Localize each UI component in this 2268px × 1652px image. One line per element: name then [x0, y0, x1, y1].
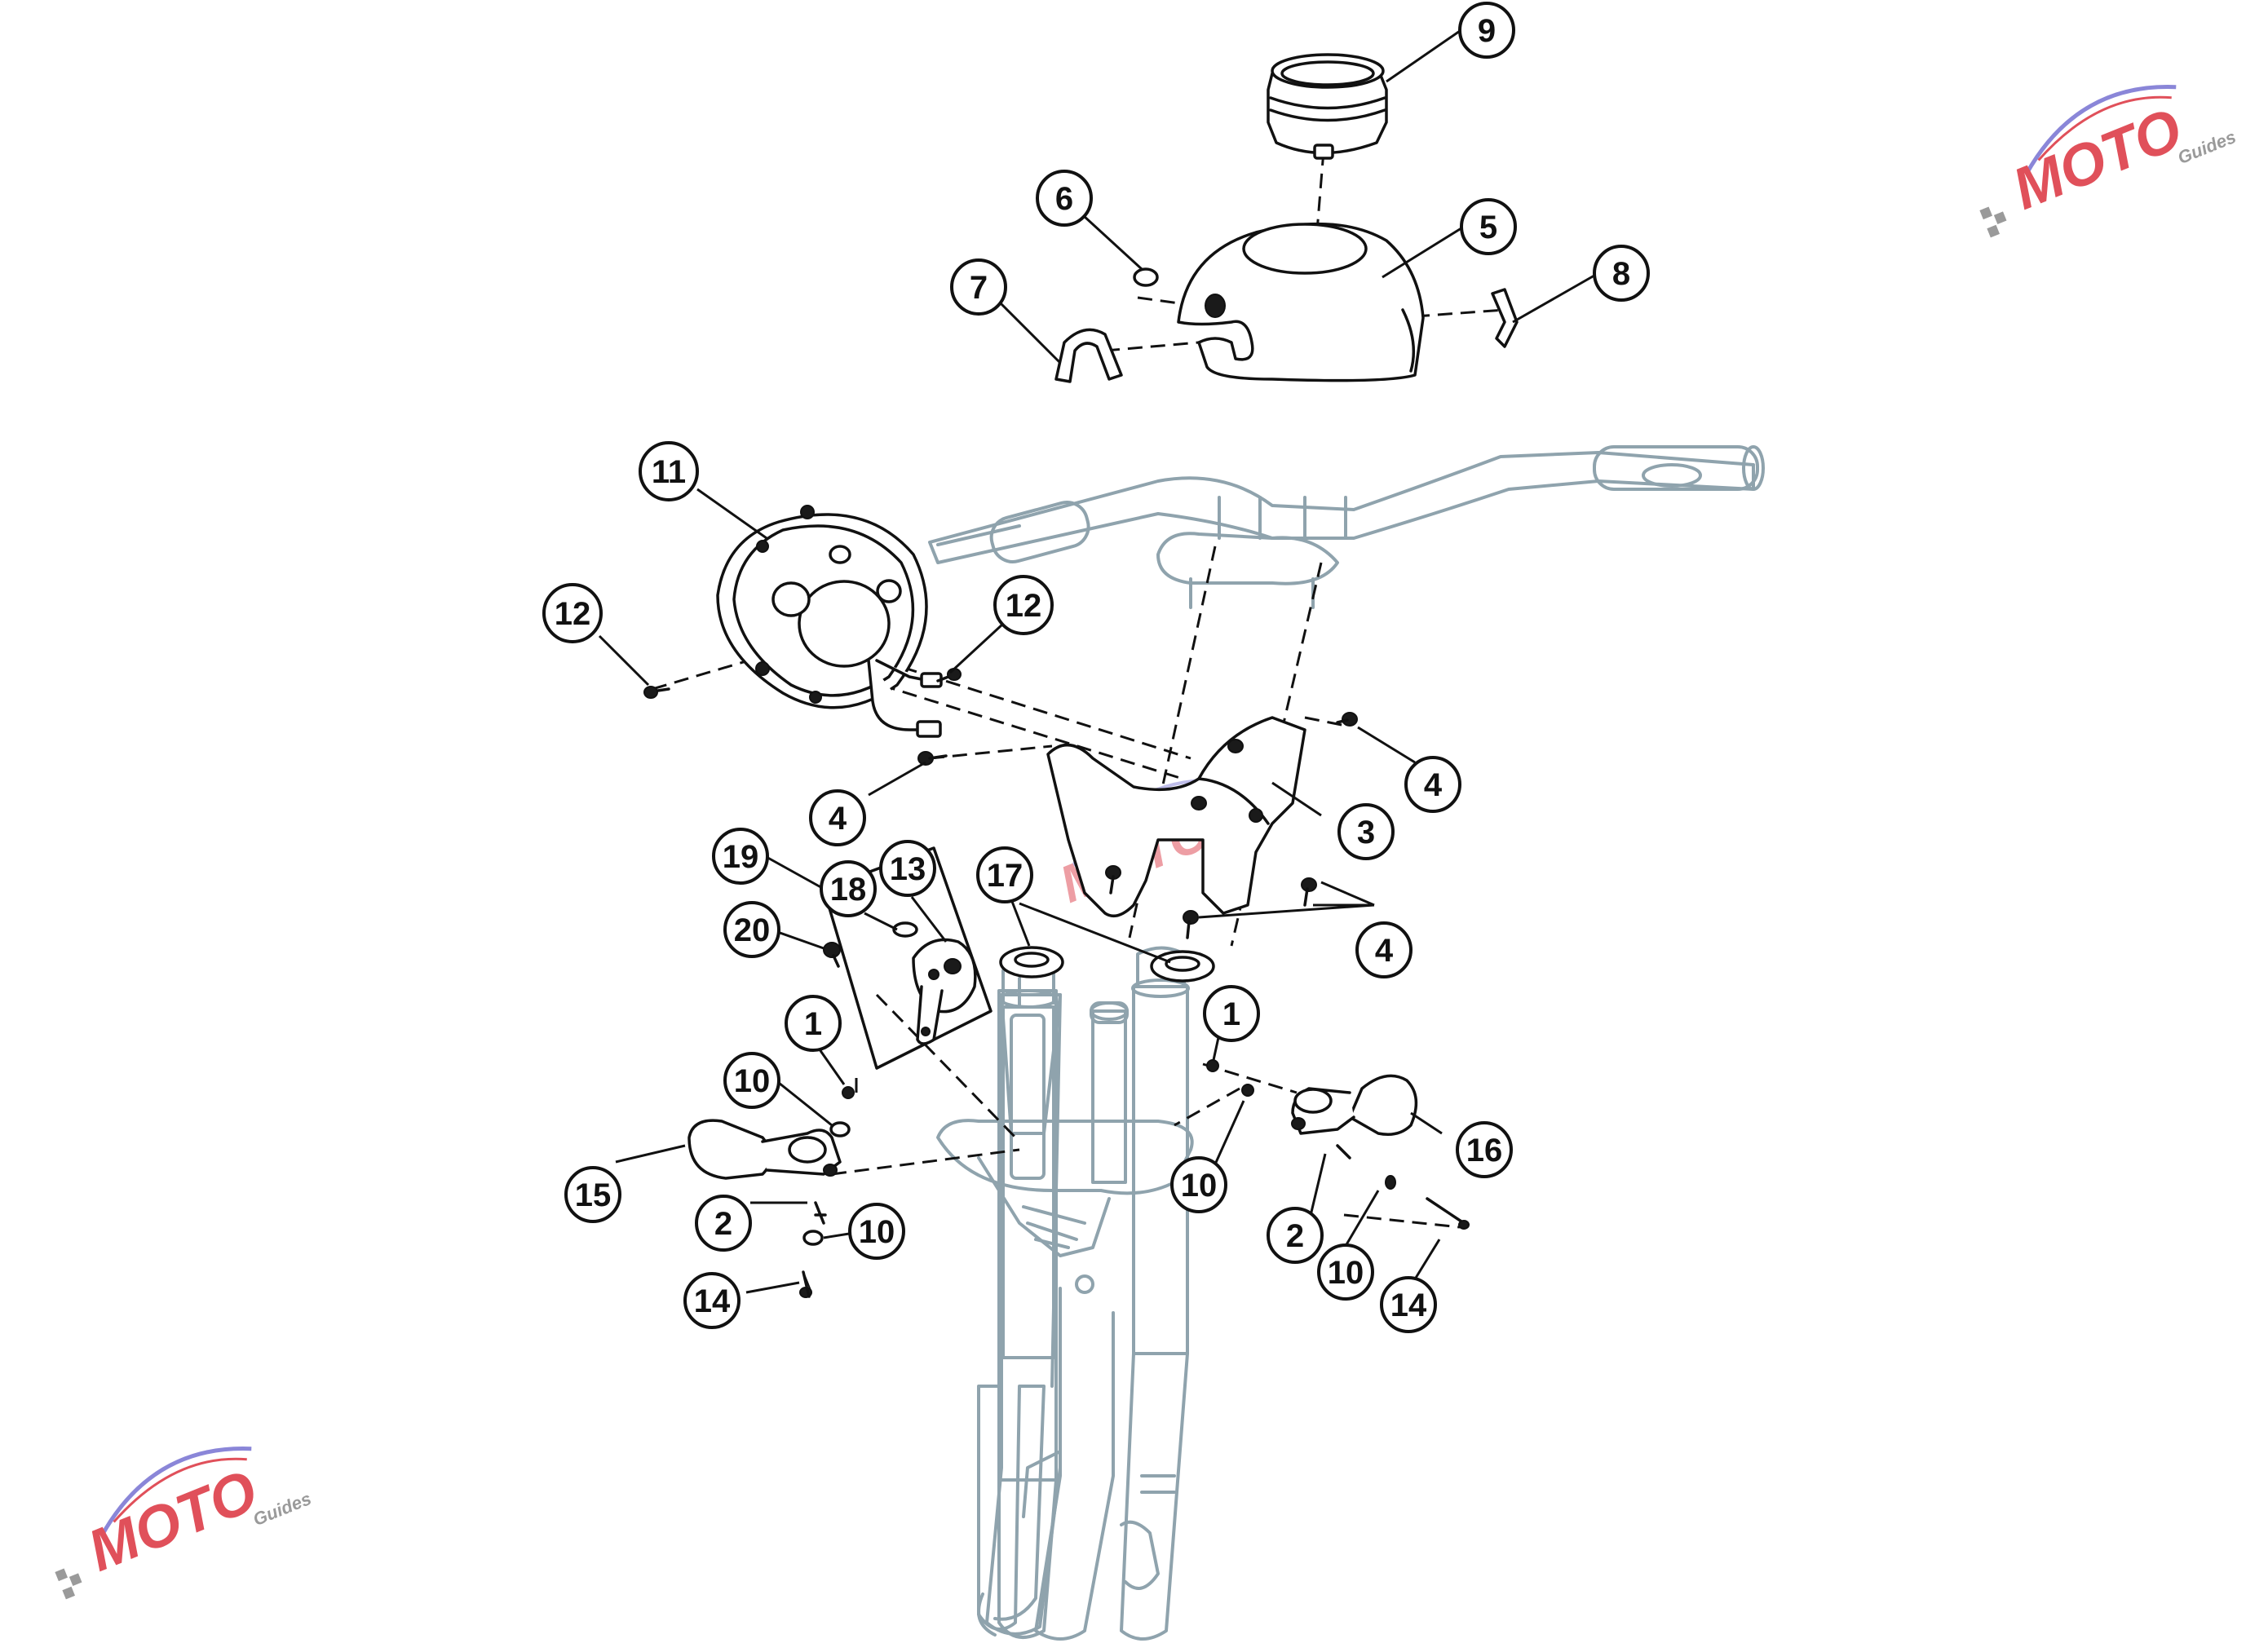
callout-label: 3	[1357, 815, 1375, 850]
callout-label: 1	[1222, 996, 1240, 1032]
turn-signal-15	[687, 1119, 842, 1180]
callout-label: 7	[970, 270, 988, 306]
callout-label: 10	[859, 1214, 895, 1250]
callout-1-left: 1	[785, 995, 842, 1052]
turn-signal-16	[1291, 1074, 1418, 1136]
clip-7	[1054, 328, 1123, 383]
callout-4-bottom: 4	[1355, 921, 1413, 978]
callout-label: 5	[1479, 210, 1497, 245]
callout-leaders	[598, 29, 1599, 1294]
callout-1-right: 1	[1203, 985, 1260, 1042]
gauge-cover	[1177, 222, 1425, 382]
watermark-bottom-left: MOTO Guides	[55, 1447, 315, 1600]
callout-label: 13	[890, 851, 926, 887]
callout-4-left: 4	[809, 789, 866, 846]
callout-label: 4	[1424, 767, 1443, 803]
callout-label: 14	[1390, 1288, 1427, 1323]
callout-19: 19	[712, 828, 769, 885]
seals-17	[999, 946, 1215, 983]
callout-11: 11	[639, 441, 699, 501]
callout-label: 10	[734, 1063, 771, 1099]
callout-12-right: 12	[993, 575, 1054, 635]
screw-12-left	[643, 686, 670, 699]
callout-14-left: 14	[683, 1272, 741, 1329]
headlight-11	[716, 505, 943, 738]
callout-18: 18	[820, 860, 877, 917]
callout-10-center: 10	[1170, 1156, 1227, 1213]
watermark-brand: MOTO	[2004, 96, 2191, 223]
callout-label: 17	[987, 858, 1023, 894]
clip-8	[1491, 288, 1519, 348]
callout-label: 6	[1055, 181, 1073, 217]
callout-4-right: 4	[1404, 756, 1461, 813]
callout-12-left: 12	[542, 583, 603, 643]
callout-label: 8	[1612, 256, 1630, 292]
callout-label: 12	[555, 596, 591, 632]
callout-10-lower-left: 10	[848, 1203, 905, 1260]
callout-9: 9	[1458, 2, 1515, 59]
screw-20	[823, 942, 841, 968]
watermark-brand: MOTO	[79, 1458, 266, 1584]
screws-4	[917, 712, 1358, 939]
callout-20: 20	[723, 901, 780, 958]
callout-10-upper-left: 10	[723, 1052, 780, 1109]
callout-7: 7	[950, 258, 1007, 316]
callout-label: 9	[1478, 13, 1496, 49]
grommet-6	[1133, 267, 1159, 287]
small-hardware	[799, 1059, 1470, 1298]
callout-5: 5	[1460, 198, 1517, 255]
callout-label: 2	[714, 1206, 732, 1242]
callout-label: 15	[575, 1177, 612, 1213]
callout-label: 20	[734, 912, 771, 948]
callout-label: 18	[830, 872, 867, 908]
callout-label: 12	[1006, 588, 1042, 624]
callout-label: 19	[723, 839, 759, 875]
callout-10-right: 10	[1317, 1243, 1374, 1301]
callout-label: 10	[1328, 1255, 1364, 1291]
callout-2-right: 2	[1267, 1207, 1324, 1264]
callout-17: 17	[976, 846, 1033, 903]
callout-16: 16	[1456, 1121, 1513, 1178]
callout-label: 1	[804, 1006, 822, 1042]
callout-label: 2	[1286, 1218, 1304, 1254]
callout-label: 14	[694, 1283, 731, 1319]
watermark-sub: Guides	[250, 1488, 315, 1530]
callout-6: 6	[1036, 170, 1093, 227]
callout-label: 10	[1181, 1168, 1218, 1204]
callout-15: 15	[564, 1166, 621, 1223]
watermark-top-right: MOTO Guides	[1979, 85, 2239, 238]
callout-8: 8	[1593, 245, 1650, 302]
callouts: 9 6 5 7 8 11 12 12 4 4 4 3 19 18 13 17 2…	[542, 2, 1650, 1333]
watermark-sub: Guides	[2175, 126, 2239, 168]
callout-label: 16	[1466, 1133, 1503, 1168]
fork-assembly	[928, 445, 1765, 1641]
instrument-gauge	[1267, 53, 1388, 160]
callout-14-right: 14	[1380, 1276, 1437, 1333]
callout-2-left: 2	[695, 1195, 752, 1252]
callout-13: 13	[879, 840, 936, 897]
callout-label: 11	[652, 454, 686, 490]
callout-3: 3	[1337, 803, 1395, 860]
headlight-bracket-3	[1046, 716, 1306, 918]
callout-label: 4	[829, 801, 847, 837]
callout-label: 4	[1375, 933, 1394, 969]
